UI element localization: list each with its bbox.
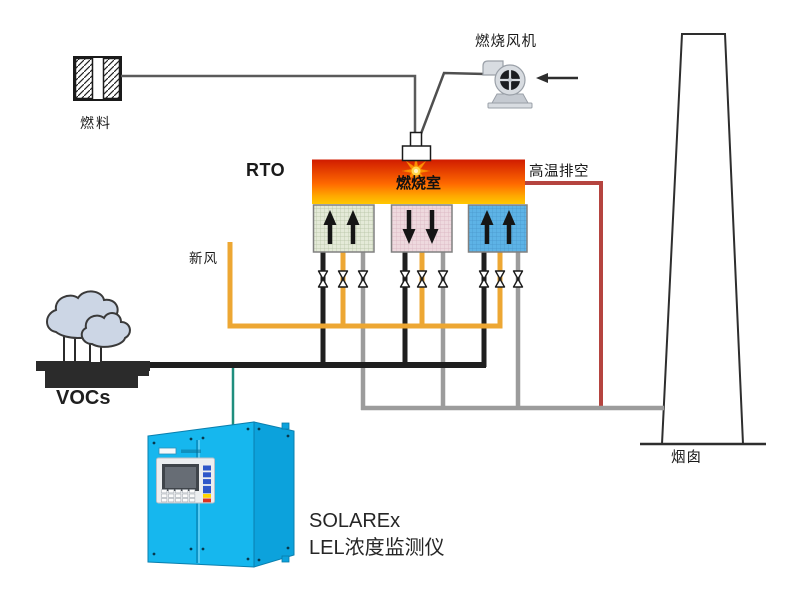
monitor-label: SOLAREx LEL浓度监测仪 — [309, 508, 445, 562]
fan-supply-line — [417, 71, 486, 140]
combustion-fan-icon — [482, 60, 533, 109]
burner-icon — [401, 131, 432, 162]
fresh-air-pipes — [227, 242, 503, 329]
valve-icon — [437, 270, 449, 288]
rto-label: RTO — [246, 160, 286, 180]
valve-icon — [337, 270, 349, 288]
monitor-name: SOLAREx — [309, 510, 401, 532]
combustion-fan-label: 燃烧风机 — [475, 34, 537, 50]
fuel-tank-icon — [73, 56, 122, 101]
panel-yellow-button — [203, 494, 211, 498]
hinge-tab — [281, 422, 290, 430]
fuel-supply-line — [121, 74, 417, 139]
regenerator-tower-3 — [467, 204, 528, 253]
vocs-source-icon — [36, 290, 150, 388]
vocs-riser-pipes — [320, 252, 487, 367]
fuel-label: 燃料 — [80, 115, 112, 131]
fan-inlet-arrow — [536, 73, 578, 83]
hot-exhaust-pipe — [525, 181, 603, 409]
monitor-desc: LEL浓度监测仪 — [309, 537, 445, 559]
cabinet-model-text — [181, 449, 201, 453]
valve-icon — [512, 270, 524, 288]
regenerator-tower-2 — [390, 204, 453, 253]
vocs-label: VOCs — [56, 387, 111, 409]
chimney-label: 烟囱 — [671, 450, 702, 466]
regenerator-tower-1 — [312, 204, 375, 253]
flame-icon — [401, 156, 431, 186]
valve-icon — [494, 270, 506, 288]
panel-function-buttons — [203, 465, 211, 491]
smoke-cloud-icon — [80, 312, 131, 348]
fresh-air-label: 新风 — [189, 251, 218, 266]
valve-icon — [416, 270, 428, 288]
valve-icon — [478, 270, 490, 288]
valve-icon — [317, 270, 329, 288]
lel-monitor-cabinet — [147, 421, 295, 568]
combustion-chamber-label: 燃烧室 — [395, 175, 441, 192]
chimney-icon — [640, 33, 766, 446]
panel-red-button — [203, 498, 211, 503]
valve-icon — [399, 270, 411, 288]
valve-row — [317, 270, 524, 288]
valve-icon — [357, 270, 369, 288]
hinge-tab — [281, 555, 290, 563]
monitor-control-panel — [156, 457, 215, 504]
panel-keypad — [161, 489, 196, 503]
cabinet-badge — [158, 447, 177, 455]
high-temp-exhaust-label: 高温排空 — [529, 164, 589, 180]
cabinet-screws — [152, 427, 290, 562]
